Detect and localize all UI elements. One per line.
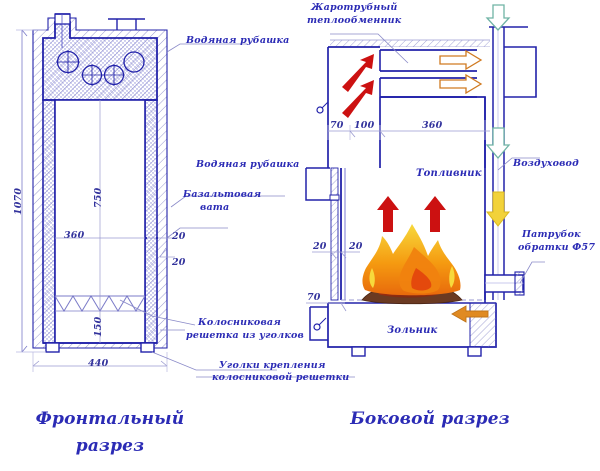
arrow-fire-up-right [424, 196, 446, 232]
left-top-stub [54, 13, 71, 25]
label-air-duct: Воздуховод [513, 158, 579, 169]
label-return-pipe-line1: Патрубок [522, 229, 581, 240]
right-return-pipe-nozzle [484, 271, 525, 296]
leader-basalt [166, 227, 228, 239]
dim-right-100: 100 [354, 120, 375, 131]
right-lower-door-handle [313, 323, 321, 331]
caption-front-section-line2: разрез [75, 436, 145, 456]
arrow-hot-gas-up-1 [342, 54, 374, 92]
dim-right-20-left: 20 [313, 241, 327, 252]
dim-right-20-right: 20 [349, 241, 363, 252]
label-grate-brackets-line1: Уголки крепления [219, 360, 326, 371]
dim-20-upper: 20 [172, 231, 186, 242]
leader-return-pipe [519, 261, 545, 284]
left-jacket-wall-right [144, 99, 158, 344]
label-grate-line2: решетка из уголков [186, 330, 304, 341]
fire-graphic [361, 224, 463, 305]
dim-right-70-top: 70 [330, 120, 344, 131]
arrow-air-in-top [485, 4, 511, 31]
leader-grate [119, 299, 196, 326]
right-foot-1 [351, 346, 366, 357]
label-basalt-wool-line2: вата [200, 202, 230, 213]
caption-front-section-line1: Фронтальный [35, 409, 185, 429]
right-foot-2 [467, 346, 482, 357]
label-water-jacket-top: Водяная рубашка [186, 35, 290, 46]
left-jacket-wall-left [42, 99, 56, 344]
right-loading-door [305, 168, 338, 201]
right-upper-door-handle [316, 106, 324, 114]
leader-air-duct [497, 157, 540, 171]
arrow-fire-up-left [377, 196, 399, 232]
right-ashpan-corner-insulation [469, 302, 497, 348]
dim-150: 150 [93, 316, 104, 337]
leader-water-jacket-top [166, 43, 247, 53]
right-view-group [305, 4, 545, 357]
right-top-insulation [330, 40, 490, 47]
label-grate-line1: Колосниковая [198, 317, 282, 328]
arrow-air-in-low [485, 191, 511, 227]
dim-right-360: 360 [422, 120, 443, 131]
dim-360: 360 [64, 230, 85, 241]
leader-grate-brackets [151, 351, 277, 371]
caption-side-section: Боковой разрез [350, 409, 510, 429]
right-air-duct [489, 26, 528, 300]
arrow-secondary-air-in [451, 305, 489, 323]
right-left-insulation-wall [330, 167, 339, 301]
label-return-pipe-line2: обратки Ф57 [518, 242, 596, 253]
arrow-flue-gas-2 [439, 73, 483, 95]
label-ashpan: Зольник [387, 325, 438, 336]
dim-1070: 1070 [13, 187, 24, 215]
dim-750: 750 [93, 187, 104, 208]
arrow-air-in-mid [485, 127, 511, 160]
right-ash-door [309, 307, 328, 341]
right-flue-collector [504, 46, 537, 98]
left-firetube-ends [56, 50, 145, 86]
dim-right-70-bottom: 70 [307, 292, 321, 303]
arrow-hot-gas-up-2 [342, 80, 374, 118]
arrow-flue-gas-1 [439, 49, 483, 71]
label-grate-brackets-line2: колосниковой решетки [212, 372, 350, 383]
label-firebox: Топливник [416, 168, 482, 179]
dim-440: 440 [88, 358, 109, 369]
label-heat-exchanger-line2: теплообменник [307, 15, 402, 26]
left-foot-2 [140, 342, 155, 353]
left-view-group [16, 13, 355, 378]
leader-water-jacket-side [170, 195, 285, 208]
label-heat-exchanger-line1: Жаротрубный [311, 2, 398, 13]
label-water-jacket-side: Водяная рубашка [196, 159, 300, 170]
leader-heat-exchanger [330, 33, 409, 64]
label-basalt-wool-line1: Базальтовая [183, 189, 262, 200]
left-foot-1 [45, 342, 60, 353]
dim-20-lower: 20 [172, 257, 186, 268]
